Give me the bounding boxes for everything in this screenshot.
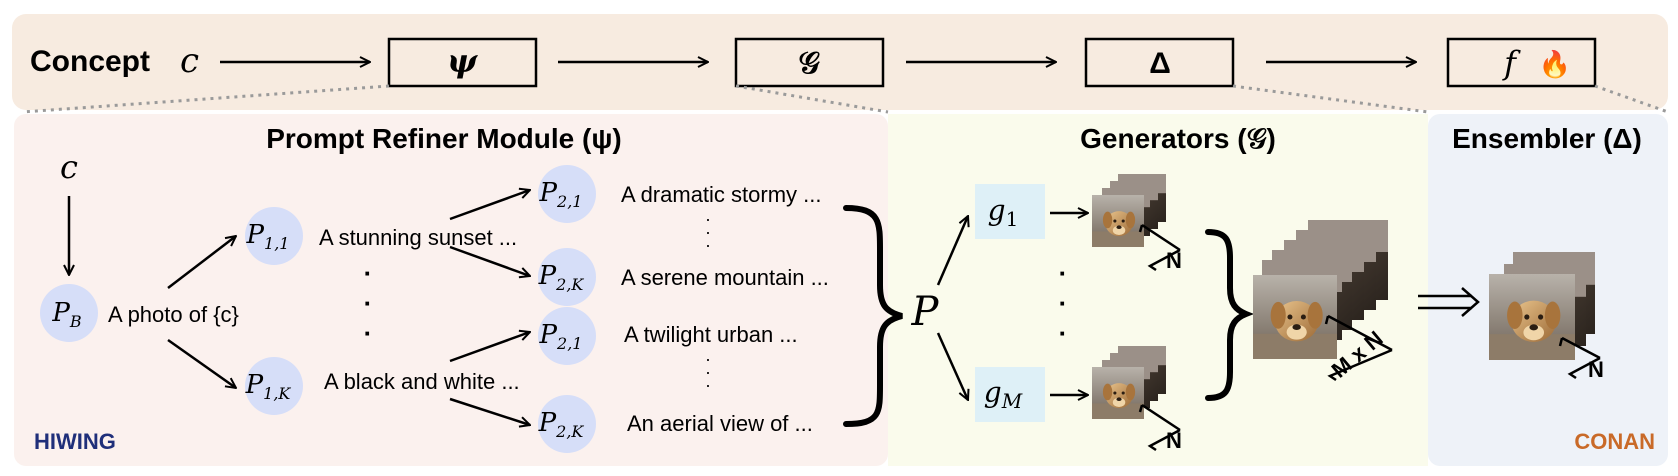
node-subscript: 2,K [555, 422, 584, 441]
prompt-node-2-k [538, 248, 596, 306]
stage-psi-symbol: ψ [447, 42, 478, 80]
arrow [449, 397, 530, 425]
count-bracket [1138, 223, 1181, 272]
node-symbol: P [538, 408, 557, 438]
node-symbol: P [51, 298, 70, 328]
prompt-set-symbol: P [911, 289, 940, 335]
prompt-text: A serene mountain ... [621, 265, 829, 290]
generator-symbol: g [984, 376, 1002, 409]
generator-subscript: M [1001, 389, 1023, 413]
prompt-node-2-k [538, 395, 596, 453]
svg-text:PB: PB [51, 298, 82, 331]
ellipsis-dots: · [705, 235, 711, 255]
ellipsis-dots: · [705, 362, 711, 382]
prompt-node-1-1 [245, 207, 303, 265]
zoom-connector [21, 84, 390, 114]
prompt-text: A stunning sunset ... [319, 225, 517, 250]
arrow [449, 245, 530, 276]
node-symbol: P [246, 220, 265, 250]
node-subscript: B [69, 312, 82, 331]
zoom-connector [1232, 84, 1429, 114]
node-subscript: 2,1 [556, 334, 582, 353]
generators-title: Generators (𝒢) [1080, 123, 1276, 154]
svg-text:gM: gM [984, 376, 1023, 413]
ellipsis-dots: · [1059, 318, 1068, 348]
concept-label: Concept [30, 45, 150, 78]
arrow [167, 338, 236, 388]
stage-ensembler-symbol: Δ [1149, 47, 1171, 80]
curly-brace [1205, 229, 1255, 401]
prompt-text: A dramatic stormy ... [621, 182, 822, 207]
generator-symbol: g [988, 194, 1006, 227]
ellipsis-dots: · [705, 375, 711, 395]
svg-text:P2,K: P2,K [538, 261, 585, 294]
arrow [936, 332, 968, 400]
generator-subscript: 1 [1006, 207, 1019, 231]
svg-text:g1: g1 [988, 194, 1019, 231]
generator-box-m [975, 367, 1045, 422]
node-symbol: P [539, 178, 558, 208]
node-subscript: 1,K [263, 384, 291, 403]
double-arrow [1418, 287, 1480, 317]
arrow [936, 216, 968, 286]
fire-icon: 🔥 [1539, 49, 1571, 79]
stage-psi-box [387, 37, 538, 88]
prompt-node-base [40, 284, 98, 342]
svg-text:P2,1: P2,1 [539, 320, 583, 353]
count-bracket [1138, 403, 1181, 452]
prompt-node-1-k [245, 357, 303, 415]
zoom-connector [1594, 84, 1669, 114]
arrow [167, 236, 236, 289]
ellipsis-dots: · [1059, 258, 1068, 288]
node-subscript: 1,1 [264, 234, 289, 253]
prompt-text: An aerial view of ... [627, 411, 813, 436]
generator-box-1 [975, 184, 1045, 239]
count-label: N [1588, 357, 1604, 382]
node-subscript: 2,K [555, 275, 584, 294]
count-label: N [1166, 428, 1182, 453]
ellipsis-dots: · [705, 209, 711, 229]
concept-symbol: c [180, 41, 199, 81]
stage-ensembler-box [1084, 37, 1235, 88]
ellipsis-dots: · [705, 222, 711, 242]
refiner-title: Prompt Refiner Module (ψ) [266, 123, 622, 154]
stage-f-box [1446, 37, 1597, 88]
curly-brace [843, 205, 903, 427]
refiner-bottom-label: HIWING [34, 429, 116, 454]
count-label: N [1166, 248, 1182, 273]
ensembled-images [1489, 252, 1595, 360]
ensembler-title: Ensembler (Δ) [1452, 123, 1642, 154]
ellipsis-dots: · [1059, 288, 1068, 318]
ellipsis-dots: · [364, 318, 373, 348]
stage-generators-symbol: 𝒢 [798, 46, 820, 81]
arrow [449, 190, 530, 221]
count-bracket [1324, 314, 1393, 382]
ellipsis-dots: · [364, 258, 373, 288]
count-bracket [1558, 336, 1601, 380]
prompt-node-2-1 [538, 307, 596, 365]
zoom-connector [735, 84, 889, 114]
ensembler-bottom-label: CONAN [1574, 429, 1655, 454]
prompt-text: A black and white ... [324, 369, 520, 394]
node-symbol: P [245, 370, 264, 400]
base-prompt-text: A photo of {c} [108, 302, 239, 327]
node-subscript: 2,1 [556, 192, 582, 211]
arrow [449, 332, 530, 363]
svg-text:P2,1: P2,1 [539, 178, 583, 211]
stage-generators-box [734, 37, 885, 88]
concept-node: c [60, 148, 78, 186]
svg-text:P2,K: P2,K [538, 408, 585, 441]
prompt-text: A twilight urban ... [624, 322, 798, 347]
ellipsis-dots: · [364, 288, 373, 318]
svg-text:P1,1: P1,1 [246, 220, 290, 253]
svg-text:P1,K: P1,K [245, 370, 292, 403]
ellipsis-dots: · [705, 349, 711, 369]
node-symbol: P [539, 320, 558, 350]
node-symbol: P [538, 261, 557, 291]
prompt-node-2-1 [538, 165, 596, 223]
